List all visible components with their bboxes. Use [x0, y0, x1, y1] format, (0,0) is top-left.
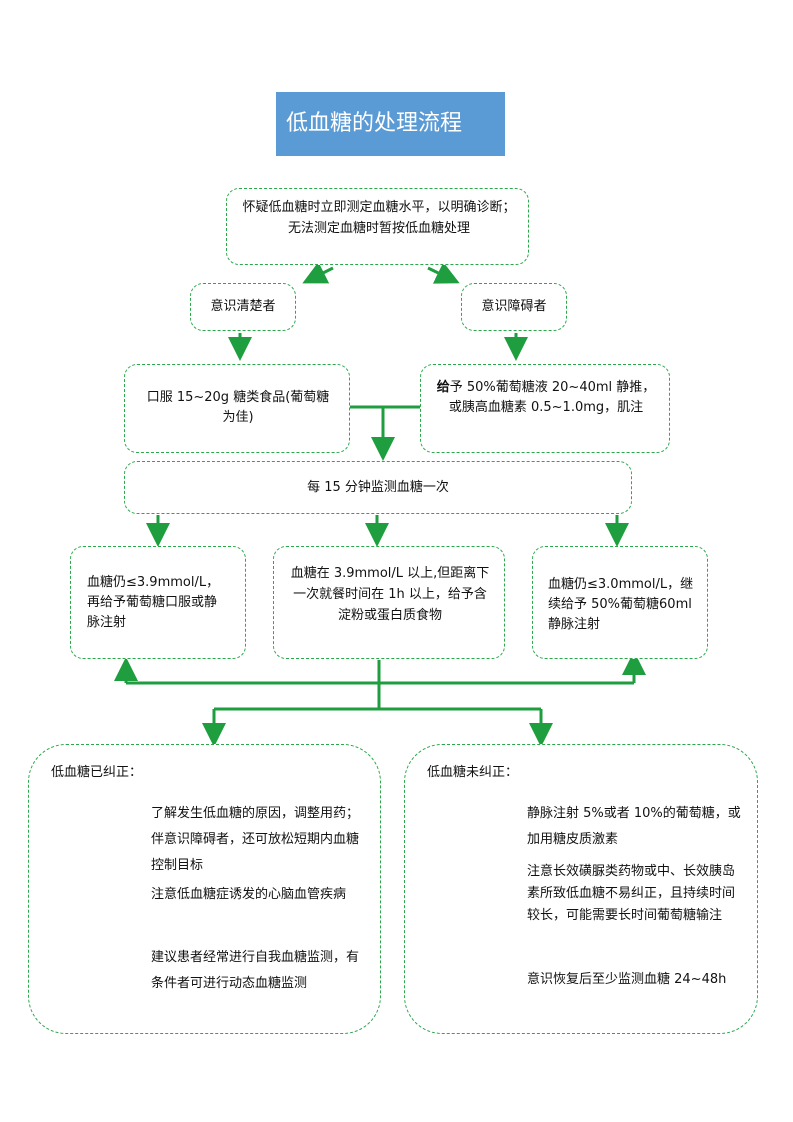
mid-glucose-node: 血糖在 3.9mmol/L 以上,但距离下一次就餐时间在 1h 以上，给予含淀粉… [273, 546, 505, 659]
conscious-node-text: 意识清楚者 [210, 299, 276, 314]
very-low-glucose-node: 血糖仍≤3.0mmol/L，继续给予 50%葡萄糖60ml 静脉注射 [532, 546, 708, 659]
low-glucose-node-text: 血糖仍≤3.9mmol/L，再给予葡萄糖口服或静脉注射 [87, 575, 220, 630]
very-low-glucose-node-text: 血糖仍≤3.0mmol/L，继续给予 50%葡萄糖60ml 静脉注射 [548, 577, 694, 632]
corrected-item-2: 注意低血糖症诱发的心脑血管疾病 [151, 887, 347, 902]
uncorrected-item-1: 静脉注射 5%或者 10%的葡萄糖，或加用糖皮质激素 [527, 806, 741, 847]
corrected-item-3: 建议患者经常进行自我血糖监测，有条件者可进行动态血糖监测 [151, 950, 360, 991]
corrected-heading: 低血糖已纠正： [51, 765, 143, 780]
uncorrected-item-3: 意识恢复后至少监测血糖 24~48h [527, 972, 727, 987]
impaired-node: 意识障碍者 [461, 283, 567, 331]
corrected-panel: 低血糖已纠正： 了解发生低血糖的原因，调整用药；伴意识障碍者，还可放松短期内血糖… [28, 744, 381, 1034]
iv-glucose-node-prefix: 给 [436, 380, 450, 395]
page-title: 低血糖的处理流程 [276, 92, 505, 156]
corrected-item-1: 了解发生低血糖的原因，调整用药；伴意识障碍者，还可放松短期内血糖控制目标 [151, 806, 360, 873]
iv-glucose-node-text: 给予 50%葡萄糖液 20~40ml 静推，或胰高血糖素 0.5~1.0mg，肌… [435, 378, 657, 418]
oral-glucose-node-text: 口服 15~20g 糖类食品(葡萄糖为佳) [146, 390, 330, 425]
iv-glucose-node-body: 予 50%葡萄糖液 20~40ml 静推，或胰高血糖素 0.5~1.0mg，肌注 [448, 380, 656, 415]
iv-glucose-node: 给予 50%葡萄糖液 20~40ml 静推，或胰高血糖素 0.5~1.0mg，肌… [420, 364, 670, 453]
monitor-node: 每 15 分钟监测血糖一次 [124, 461, 632, 514]
start-node-text: 怀疑低血糖时立即测定血糖水平，以明确诊断；无法测定血糖时暂按低血糖处理 [242, 200, 516, 236]
uncorrected-panel: 低血糖未纠正： 静脉注射 5%或者 10%的葡萄糖，或加用糖皮质激素 注意长效磺… [404, 744, 758, 1034]
uncorrected-item-2: 注意长效磺脲类药物或中、长效胰岛素所致低血糖不易纠正，且持续时间较长，可能需要长… [527, 864, 736, 923]
conscious-node: 意识清楚者 [190, 283, 296, 331]
low-glucose-node: 血糖仍≤3.9mmol/L，再给予葡萄糖口服或静脉注射 [70, 546, 246, 659]
uncorrected-heading: 低血糖未纠正： [427, 765, 519, 780]
mid-glucose-node-text: 血糖在 3.9mmol/L 以上,但距离下一次就餐时间在 1h 以上，给予含淀粉… [290, 566, 490, 623]
impaired-node-text: 意识障碍者 [481, 299, 547, 314]
oral-glucose-node: 口服 15~20g 糖类食品(葡萄糖为佳) [124, 364, 350, 453]
start-node: 怀疑低血糖时立即测定血糖水平，以明确诊断；无法测定血糖时暂按低血糖处理 [226, 188, 529, 265]
monitor-node-text: 每 15 分钟监测血糖一次 [307, 479, 449, 495]
